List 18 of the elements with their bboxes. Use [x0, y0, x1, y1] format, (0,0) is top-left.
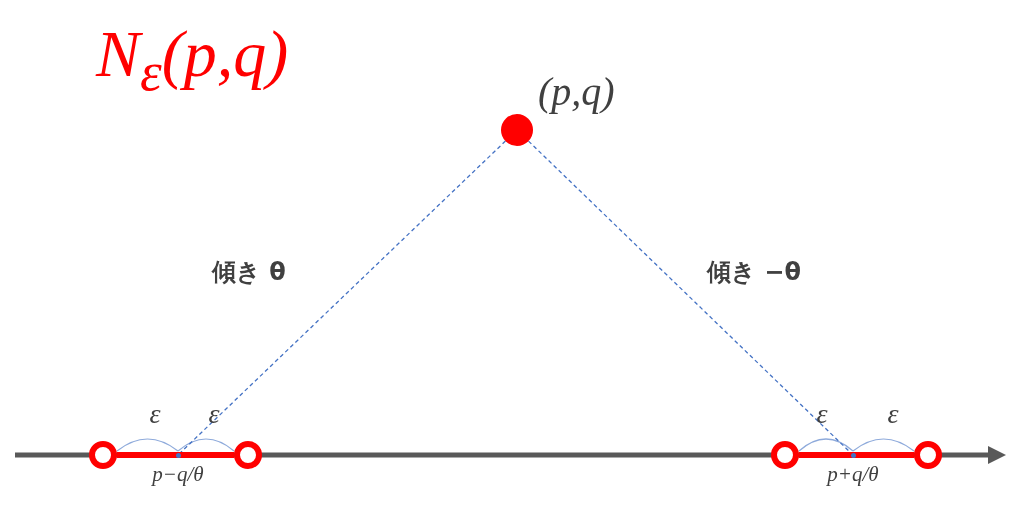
angle-label: ε [816, 398, 828, 430]
coordinate-label: p−q/θ [152, 462, 204, 487]
coordinate-label: p+q/θ [827, 462, 879, 487]
angle-label: ε [887, 398, 899, 430]
interval-segment [117, 452, 234, 458]
angle-label: ε [149, 398, 161, 430]
open-circle [89, 441, 117, 469]
title: N$_{ε}$(p,q) [96, 16, 289, 104]
interval-segment [799, 452, 914, 458]
point-dot [501, 114, 533, 146]
dashed-line [179, 140, 507, 454]
intersection-point [175, 452, 181, 458]
intersection-point [850, 452, 856, 458]
open-circle [914, 441, 942, 469]
point-label: (p,q) [538, 68, 615, 115]
angle-label: ε [208, 398, 220, 430]
open-circle [771, 441, 799, 469]
open-circle [234, 441, 262, 469]
